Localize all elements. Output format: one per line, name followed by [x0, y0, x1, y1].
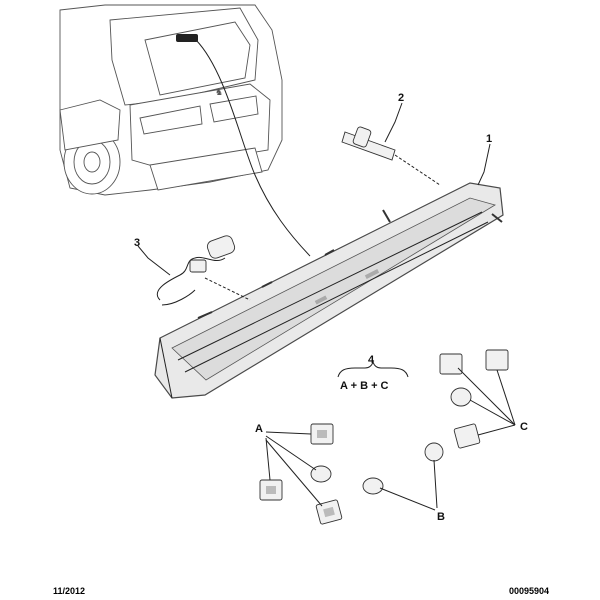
fittings-group-c: [439, 349, 509, 449]
callout-b: B: [437, 511, 445, 523]
callout-kit-formula: A + B + C: [340, 380, 389, 392]
fittings-group-a: [259, 423, 343, 525]
kit-brace: [337, 360, 409, 378]
callout-2: 2: [398, 92, 404, 104]
brake-light-location-marker: [176, 34, 198, 42]
leader-lines: [137, 102, 516, 511]
callout-a: A: [255, 423, 263, 435]
wiring-harness: [157, 235, 251, 306]
car-rear-illustration: ♞: [59, 4, 283, 196]
location-leader-line: [195, 39, 311, 257]
third-brake-lamp: [154, 182, 504, 399]
fittings-group-b: [362, 442, 444, 495]
callout-4: 4: [368, 354, 375, 366]
callout-3: 3: [134, 237, 140, 249]
brand-emblem-icon: ♞: [215, 88, 223, 98]
callout-c: C: [520, 421, 528, 433]
bulb-holder: [341, 126, 441, 186]
callout-1: 1: [486, 133, 492, 145]
footer-date: 11/2012: [53, 586, 86, 596]
footer-reference-number: 00095904: [508, 586, 549, 596]
